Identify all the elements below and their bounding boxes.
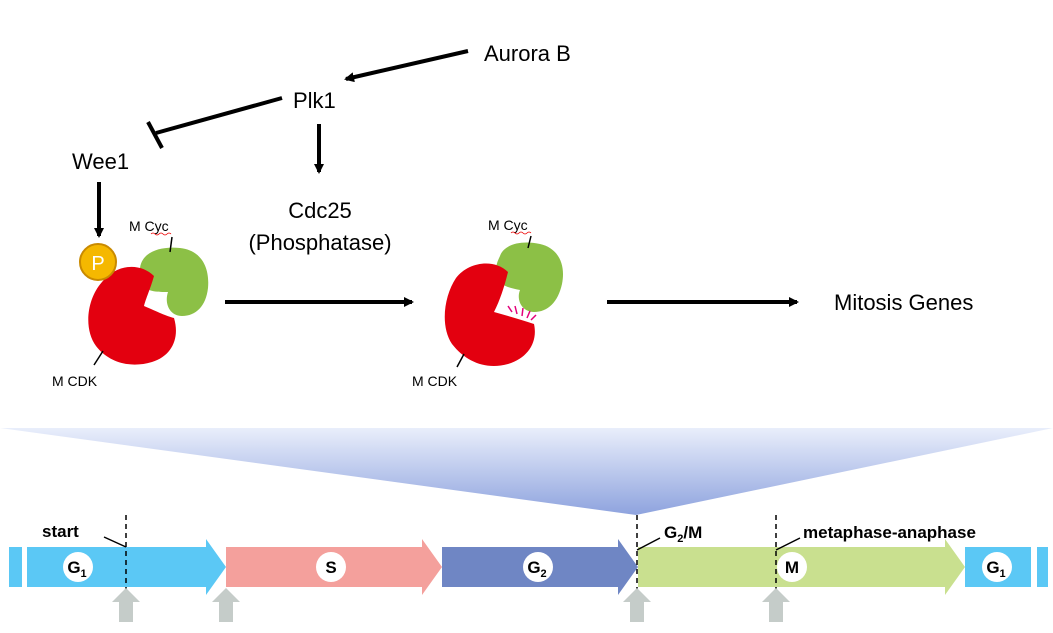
phase-badge-g2: G2: [523, 552, 553, 582]
aurora-to-plk1-arrow: [344, 49, 469, 83]
phosphate-label: P: [91, 253, 104, 275]
svg-text:G2: G2: [527, 558, 546, 580]
phase-badge-m: M: [777, 552, 807, 582]
phase-badge-s: S: [316, 552, 346, 582]
m-cyc-label-2: M Cyc: [488, 217, 528, 233]
phase-g1-letter: G: [67, 558, 80, 577]
m-cdk-shape: [88, 266, 176, 365]
cell-cycle-bar: G1 S G2 M G1 start G2/M metaphase-anapha…: [9, 515, 1048, 622]
svg-text:G1: G1: [986, 558, 1005, 580]
m-cdk-shape: [444, 263, 535, 366]
phase-g1-end-letter: G: [986, 558, 999, 577]
inactive-mcdk-complex: P M Cyc M CDK: [52, 218, 209, 389]
m-cyclin-shape: [139, 247, 209, 316]
checkpoint-up-arrow: [112, 588, 140, 622]
svg-text:G1: G1: [67, 558, 86, 580]
phosphate-circle: [79, 243, 117, 281]
start-checkpoint-label: start: [42, 522, 79, 541]
g2m-leader: [636, 537, 661, 551]
m-cdk-leader-1: [93, 350, 104, 366]
g2m-checkpoint-label: G2/M: [664, 523, 702, 545]
zoom-wedge: [0, 428, 1053, 515]
activation-spark-icon: [507, 305, 537, 321]
plk1-label: Plk1: [293, 88, 336, 113]
cdc25-label: Cdc25: [288, 198, 352, 223]
metaphase-anaphase-leader: [775, 537, 801, 551]
phase-s-letter: S: [325, 558, 336, 577]
m-cyc-leader-1: [169, 236, 173, 253]
aurora-b-label: Aurora B: [484, 41, 571, 66]
plk1-inhibits-wee1-bar: [146, 121, 164, 149]
phase-g2-sub: 2: [541, 568, 547, 580]
phase-g1-end-sub: 1: [1000, 568, 1006, 580]
plk1-inhibits-wee1-line: [155, 96, 283, 135]
phase-g1-right-edge: [1037, 547, 1048, 587]
start-leader: [103, 536, 127, 548]
phase-badge-g1-end: G1: [982, 552, 1012, 582]
spellcheck-underline: [150, 232, 172, 236]
phase-m-letter: M: [785, 558, 799, 577]
checkpoint-up-arrow: [212, 588, 240, 622]
phase-g1-left-edge: [9, 547, 22, 587]
m-cdk-leader-2: [456, 353, 465, 368]
m-cyclin-shape: [495, 242, 564, 312]
phase-g2-letter: G: [527, 558, 540, 577]
m-cyc-leader-2: [527, 235, 532, 249]
metaphase-anaphase-checkpoint-label: metaphase-anaphase: [803, 523, 976, 542]
wee1-label: Wee1: [72, 149, 129, 174]
spellcheck-underline: [510, 231, 532, 235]
phase-badge-g1: G1: [63, 552, 93, 582]
active-mcdk-complex: M Cyc M CDK: [412, 217, 564, 389]
phase-g1-sub: 1: [81, 568, 87, 580]
phase-g1-arrow: [27, 539, 226, 595]
m-cdk-label-1: M CDK: [52, 373, 98, 389]
m-cyc-label-1: M Cyc: [129, 218, 169, 234]
checkpoint-up-arrow: [623, 588, 651, 622]
mitosis-genes-label: Mitosis Genes: [834, 290, 973, 315]
m-cdk-label-2: M CDK: [412, 373, 458, 389]
phosphatase-label: (Phosphatase): [248, 230, 391, 255]
checkpoint-up-arrow: [762, 588, 790, 622]
